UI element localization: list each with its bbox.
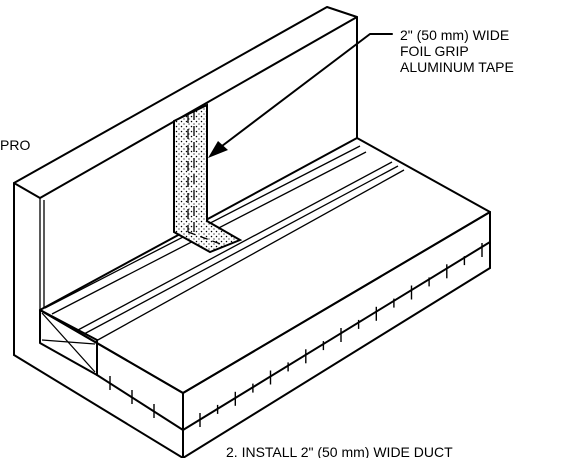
duct-board-top [39, 137, 491, 394]
left-wall-edge [13, 182, 184, 458]
back-wall-panel [13, 6, 358, 310]
callout-leader [208, 33, 393, 158]
foil-tape-strip [173, 103, 243, 254]
callout-line-1: 2" (50 mm) WIDE [400, 27, 509, 43]
callout-line-2: FOIL GRIP [400, 43, 469, 59]
fiber-tick-marks [109, 243, 483, 427]
side-label: PRO [0, 137, 30, 153]
duct-end-cap [39, 309, 98, 376]
callout-line-3: ALUMINUM TAPE [400, 59, 514, 75]
bottom-caption: 2. INSTALL 2" (50 mm) WIDE DUCT [226, 444, 453, 458]
